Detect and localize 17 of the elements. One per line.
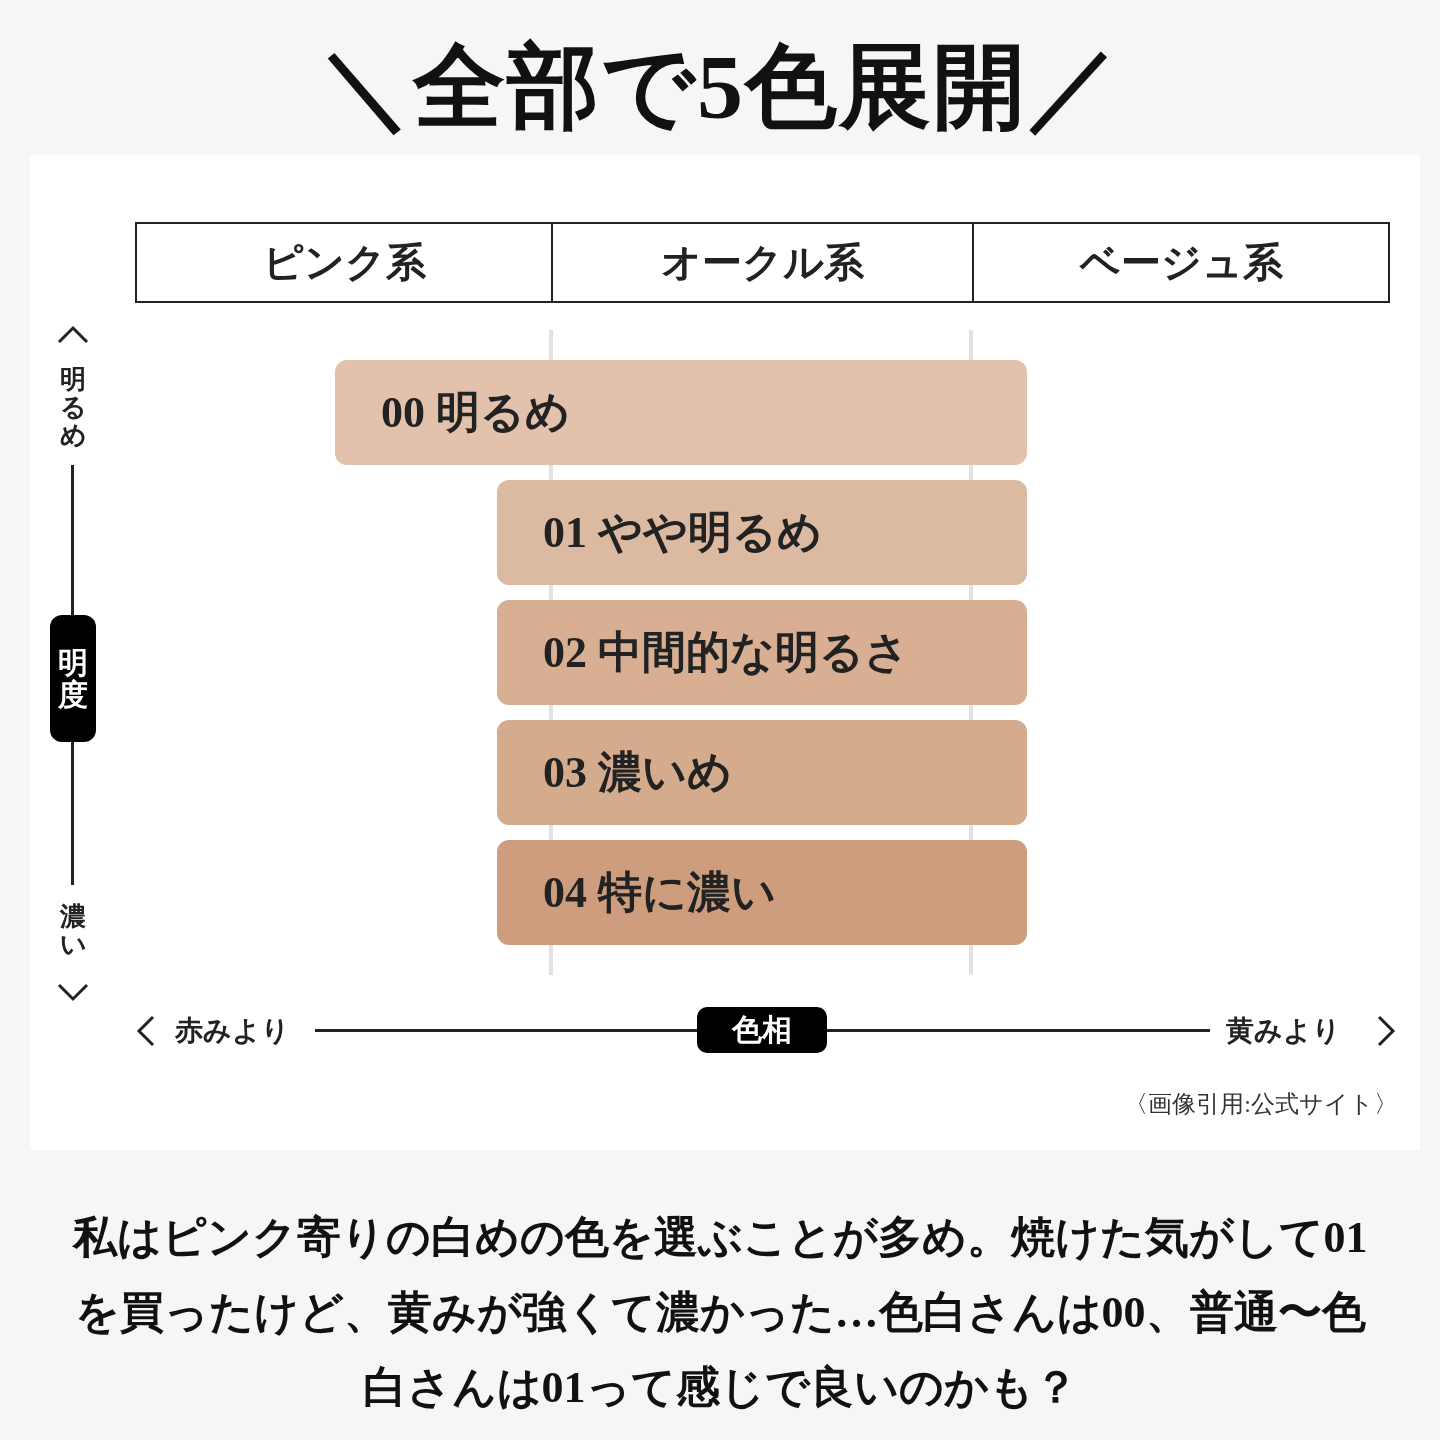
column-header: オークル系 <box>551 222 974 303</box>
source-note: 〈画像引用:公式サイト〉 <box>1124 1090 1398 1119</box>
axis-end-label: 赤みより <box>175 1014 290 1048</box>
axis-end-label: 濃い <box>59 903 87 959</box>
axis-end-label: 黄みより <box>1226 1014 1341 1048</box>
axis-title-pill: 明度 <box>50 615 96 742</box>
axis-end-label: 明るめ <box>59 366 87 450</box>
title: ＼全部で5色展開／ <box>318 35 1122 140</box>
column-header: ピンク系 <box>135 222 553 303</box>
axis-title-pill: 色相 <box>697 1007 827 1053</box>
column-header: ベージュ系 <box>972 222 1390 303</box>
shade-bar: 02 中間的な明るさ <box>497 600 1027 705</box>
shade-bar: 01 やや明るめ <box>497 480 1027 585</box>
shade-bar: 04 特に濃い <box>497 840 1027 945</box>
caption: 私はピンク寄りの白めの色を選ぶことが多め。焼けた気がして01を買ったけど、黄みが強くて濃かった…色白さんは00、普通〜色白さんは01って感じで良いのかも？ <box>71 1212 1369 1414</box>
shade-bar: 00 明るめ <box>335 360 1027 465</box>
shade-bar: 03 濃いめ <box>497 720 1027 825</box>
